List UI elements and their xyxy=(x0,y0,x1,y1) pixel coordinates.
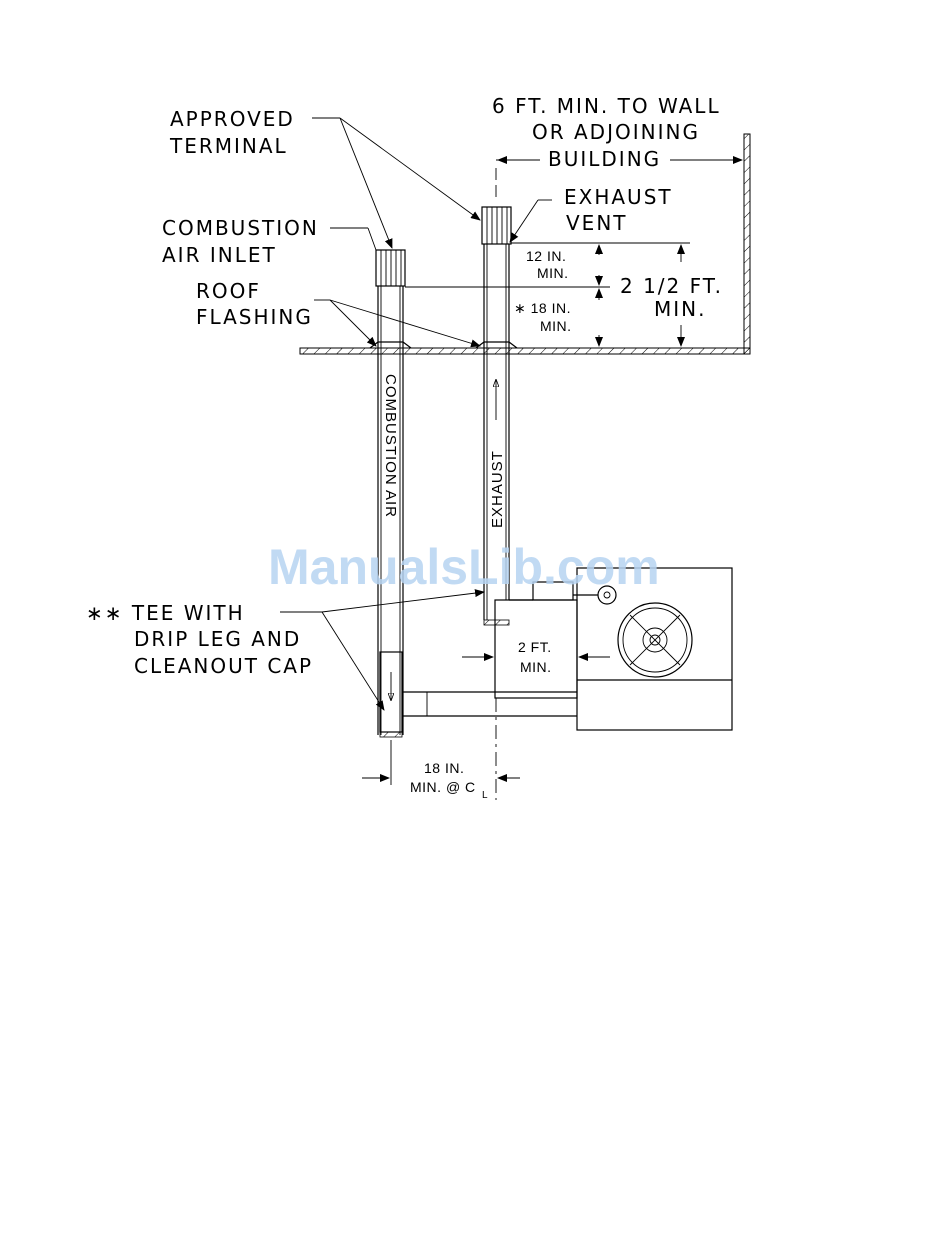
svg-text:MIN.: MIN. xyxy=(537,265,569,281)
svg-text:MIN.: MIN. xyxy=(520,659,552,675)
label-wall-clearance: 6 FT. MIN. TO WALL OR ADJOINING BUILDING xyxy=(492,94,721,171)
label-dim-2ft: 2 FT. MIN. xyxy=(518,639,552,675)
adjoining-wall xyxy=(744,134,750,354)
label-dim-12in: 12 IN. MIN. xyxy=(526,248,569,281)
svg-text:FLASHING: FLASHING xyxy=(196,305,313,329)
exhaust-terminal xyxy=(482,207,511,244)
label-exhaust-vent: EXHAUST VENT xyxy=(564,185,673,235)
svg-text:APPROVED: APPROVED xyxy=(170,107,295,131)
svg-text:ROOF: ROOF xyxy=(196,279,261,303)
watermark: ManualsLib.com xyxy=(268,539,660,595)
svg-text:DRIP LEG AND: DRIP LEG AND xyxy=(134,627,301,651)
roof xyxy=(300,348,750,354)
label-dim-18in-roof: ∗ 18 IN. MIN. xyxy=(514,300,572,334)
svg-text:2 1/2 FT.: 2 1/2 FT. xyxy=(620,274,723,298)
label-exhaust-pipe: EXHAUST xyxy=(489,450,506,528)
label-combustion-air-inlet: COMBUSTION AIR INLET xyxy=(162,216,319,267)
combustion-air-terminal xyxy=(376,250,405,286)
svg-text:MIN.: MIN. xyxy=(540,318,572,334)
svg-text:2 FT.: 2 FT. xyxy=(518,639,552,655)
svg-text:BUILDING: BUILDING xyxy=(548,147,661,171)
svg-text:MIN.: MIN. xyxy=(654,297,706,321)
label-combustion-air-pipe: COMBUSTION AIR xyxy=(382,374,399,518)
svg-text:6 FT. MIN. TO WALL: 6 FT. MIN. TO WALL xyxy=(492,94,721,118)
label-approved-terminal: APPROVED TERMINAL xyxy=(169,107,295,158)
svg-text:EXHAUST: EXHAUST xyxy=(564,185,673,209)
svg-text:OR ADJOINING: OR ADJOINING xyxy=(532,120,700,144)
svg-text:AIR INLET: AIR INLET xyxy=(162,243,277,267)
svg-text:18 IN.: 18 IN. xyxy=(424,760,464,776)
label-tee-drip-leg: ∗∗ TEE WITH DRIP LEG AND CLEANOUT CAP xyxy=(86,601,313,678)
svg-text:∗∗ TEE WITH: ∗∗ TEE WITH xyxy=(86,601,245,625)
centerline-subscript: L xyxy=(482,790,488,801)
svg-text:MIN. @ C: MIN. @ C xyxy=(410,779,476,795)
svg-text:COMBUSTION: COMBUSTION xyxy=(162,216,319,240)
svg-text:CLEANOUT CAP: CLEANOUT CAP xyxy=(134,654,313,678)
label-dim-18in-cl: 18 IN. MIN. @ C L xyxy=(410,760,488,801)
label-roof-flashing: ROOF FLASHING xyxy=(196,279,313,329)
svg-text:12 IN.: 12 IN. xyxy=(526,248,566,264)
svg-text:TERMINAL: TERMINAL xyxy=(169,134,288,158)
svg-text:VENT: VENT xyxy=(566,211,628,235)
label-dim-2half-ft: 2 1/2 FT. MIN. xyxy=(620,274,723,321)
svg-text:∗ 18 IN.: ∗ 18 IN. xyxy=(514,300,571,316)
